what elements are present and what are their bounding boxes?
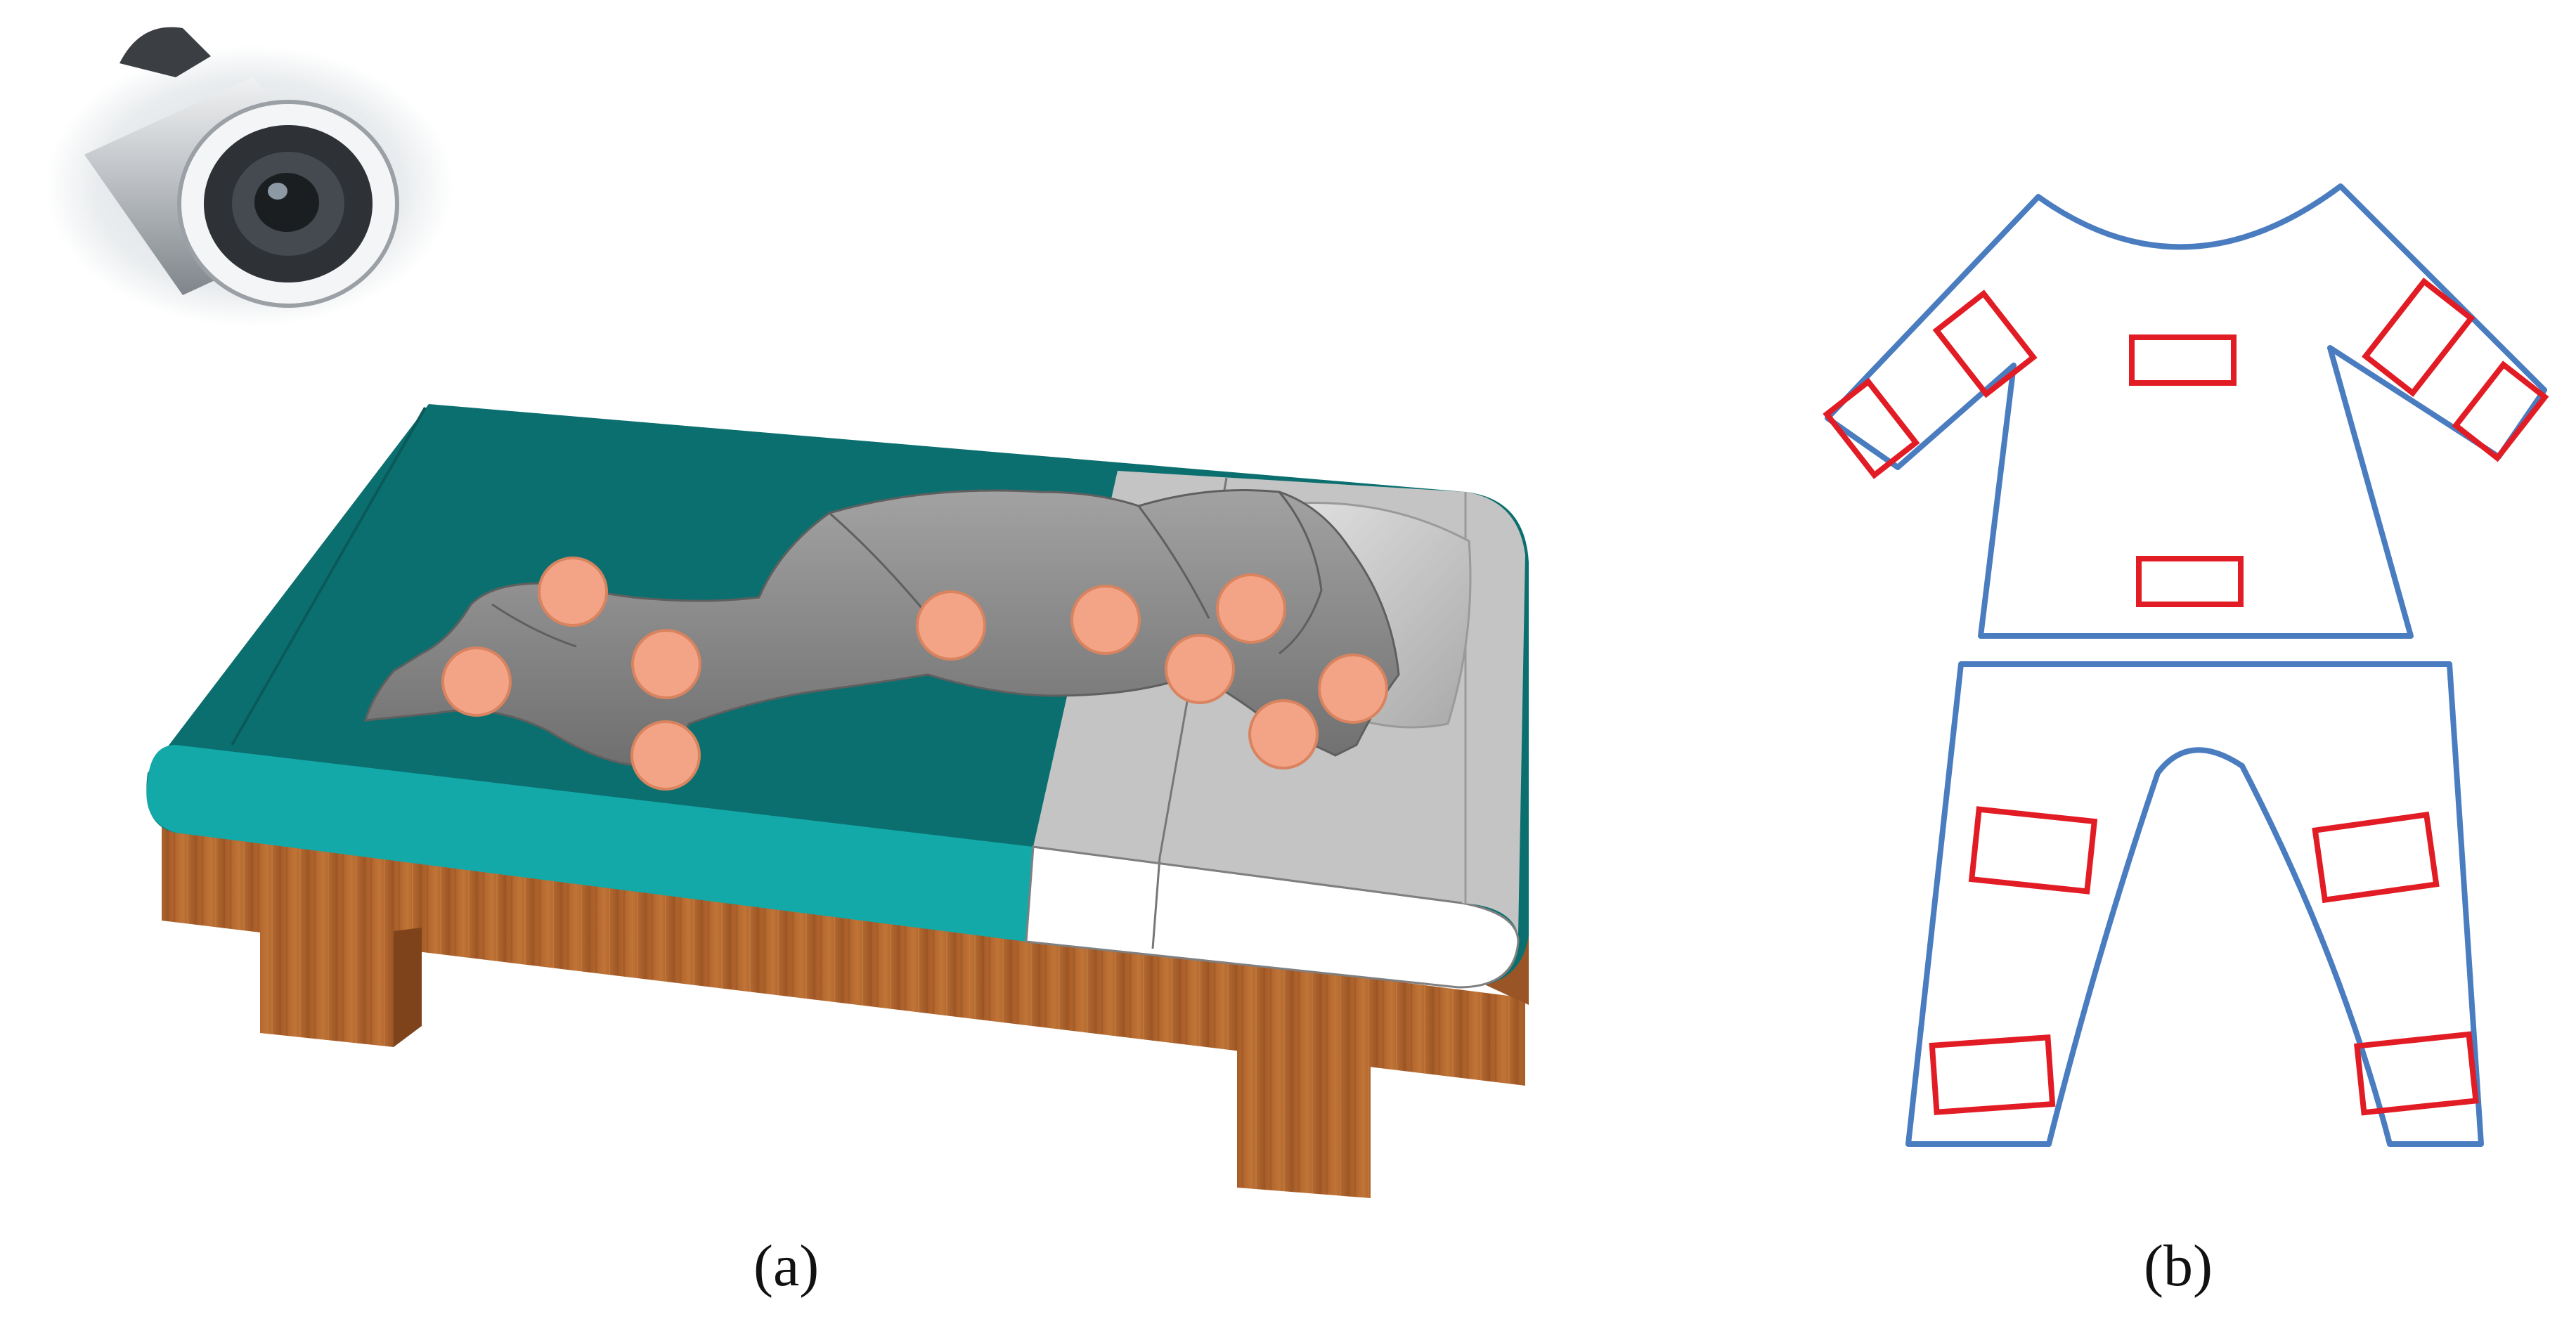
sensor-patch (2312, 811, 2440, 904)
joint-marker (1070, 585, 1141, 655)
joint-marker (538, 557, 608, 627)
trousers-outline (1905, 661, 2484, 1147)
sensor-patch (2136, 556, 2244, 607)
joint-marker (441, 646, 512, 717)
sensor-patches (1823, 277, 2549, 1116)
sensor-patch (1929, 1034, 2056, 1115)
panel-a (46, 27, 1529, 1198)
sensor-patch (2129, 334, 2237, 386)
caption-a: (a) (753, 1233, 820, 1299)
joint-marker (916, 590, 986, 661)
caption-b: (b) (2144, 1233, 2213, 1299)
joint-marker (1318, 654, 1388, 724)
sensor-patch (2452, 360, 2549, 462)
sensor-patch (1968, 806, 2098, 895)
cctv-camera-icon (46, 27, 453, 327)
joint-markers (441, 557, 1388, 791)
joint-marker (1165, 634, 1235, 704)
joint-marker (1248, 699, 1319, 769)
sensor-patch (2362, 277, 2475, 397)
shirt-outline (1825, 183, 2547, 639)
sensor-patch (2354, 1031, 2479, 1116)
joint-marker (631, 629, 701, 699)
joint-marker (630, 720, 701, 791)
joint-marker (1216, 573, 1286, 644)
sensor-patch (1823, 377, 1920, 479)
sensor-patch (1932, 290, 2038, 398)
panel-b (1823, 183, 2549, 1147)
